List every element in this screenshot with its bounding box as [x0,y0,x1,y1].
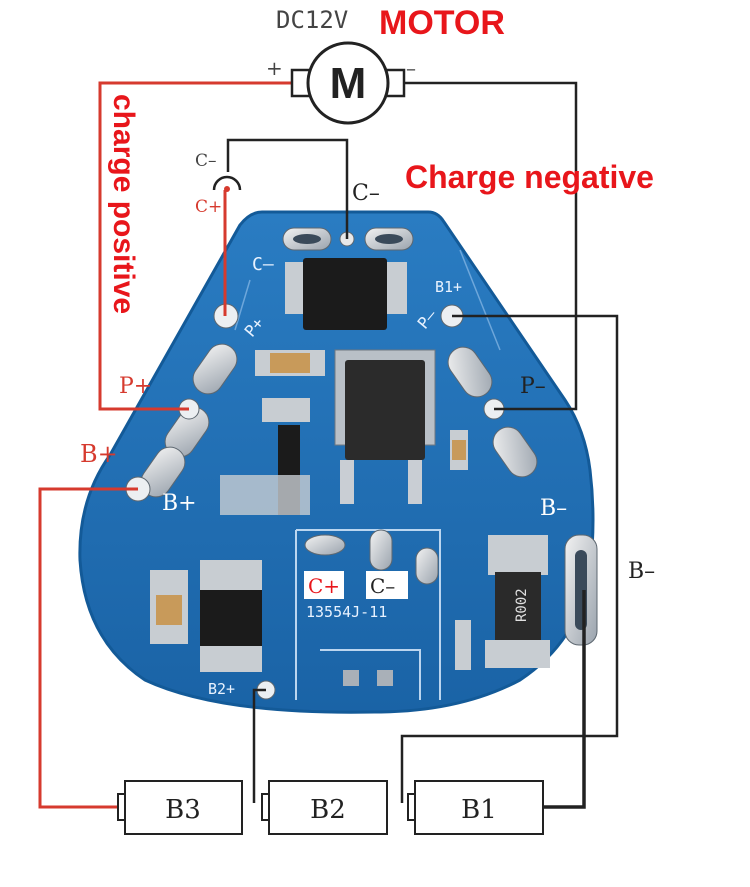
b-plus-wire [38,487,138,809]
box-c-minus-label: C– [370,574,395,598]
b-minus-wire-label: B– [628,559,655,584]
b2-plus-wire [252,688,266,803]
jack-c-minus-label: C– [195,151,217,171]
motor-title: MOTOR [379,4,505,42]
motor-voltage-label: DC12V [276,6,348,34]
motor-symbol [290,41,406,125]
battery-b3 [117,780,243,835]
p-plus-label: P+ [119,374,152,399]
box-c-plus-label: C+ [308,574,340,598]
black-wires [226,81,619,809]
b-plus-pcb-label: B+ [162,491,197,516]
motor-symbol-label: M [330,59,367,108]
p-minus-label: P– [520,374,546,399]
battery-b3-label: B3 [165,795,201,825]
battery-b2-label: B2 [310,795,346,825]
motor-minus-label: – [406,56,416,80]
b1-plus-wire [400,314,619,803]
b2-plus-label: B2+ [208,680,235,698]
charge-jack-symbol [212,175,242,192]
c-minus-box [366,571,408,599]
b-minus-pcb-label: B– [540,496,567,521]
c-plus-box [304,571,344,599]
motor-plus-label: + [266,56,283,80]
left-slot-pads [125,303,239,502]
red-wires [38,81,296,809]
c-minus-wire-label: C– [352,181,380,206]
b-minus-wire [543,590,586,809]
battery-b1-label: B1 [461,795,497,825]
top-ic-chip [285,258,407,330]
motor-negative-wire [400,81,578,411]
b-plus-outer-label: B+ [80,440,118,468]
charge-positive-wire [98,81,296,411]
pcb-code-label: 13554J-11 [306,603,387,621]
b1-plus-label: B1+ [435,278,462,296]
mosfet-chip [334,349,436,504]
small-components [150,350,598,686]
resistor-code-label: R002 [514,588,530,622]
charge-negative-label: Charge negative [405,159,654,195]
silk-c-minus-label: C– [252,254,274,275]
charge-positive-label: charge positive [107,94,140,314]
c-minus-wire [226,138,349,239]
battery-b2 [261,780,388,835]
battery-b1 [407,780,544,835]
jack-c-plus-label: C+ [195,197,222,217]
c-plus-pad-label: C+ [148,295,183,320]
